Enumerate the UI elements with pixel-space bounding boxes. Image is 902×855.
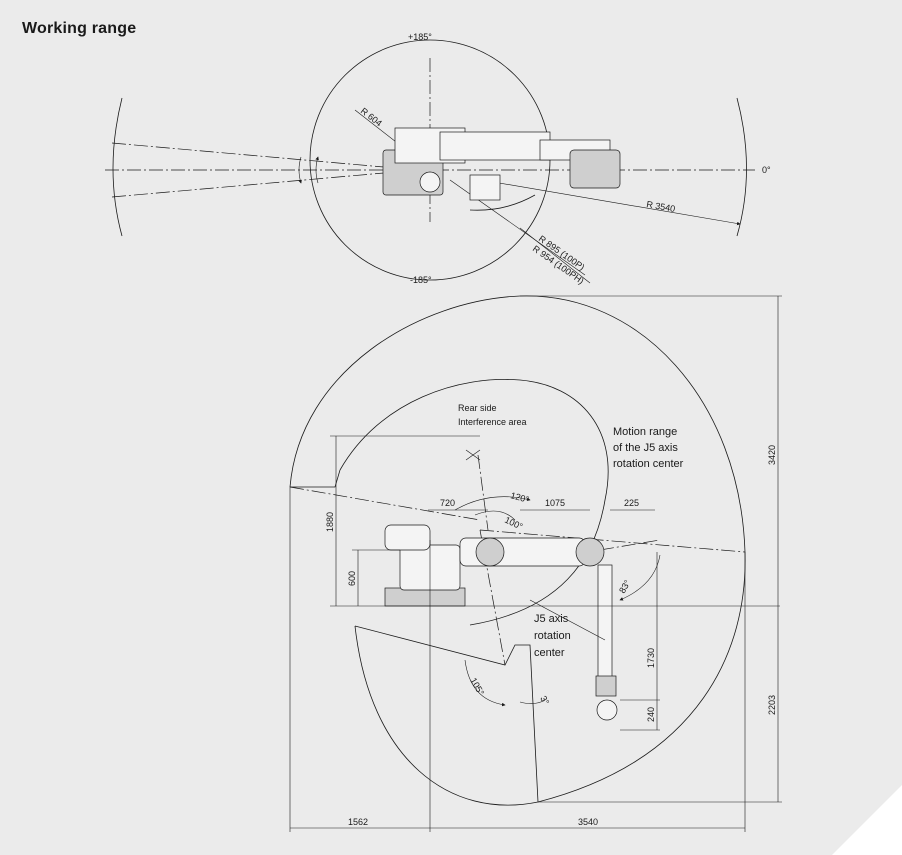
angle-105-label: 105°: [468, 676, 486, 697]
dim-1730-label: 1730: [646, 648, 656, 668]
robot-vertical-shaft: [597, 564, 613, 681]
r3540-label: R 3540: [646, 199, 676, 214]
side-view: Rear side Interference area Motion range…: [289, 295, 782, 832]
right-outer-arc: [736, 97, 747, 237]
j5-range-label-3: rotation center: [613, 458, 684, 470]
j5-center-label-3: center: [534, 647, 565, 659]
left-ray-upper: [111, 142, 396, 169]
dim-225-label: 225: [624, 498, 639, 508]
rotation-arrow: [298, 156, 302, 184]
robot-upper-arm-top: [439, 131, 551, 161]
j5-range-label-2: of the J5 axis: [613, 442, 678, 454]
dim-240-label: 240: [646, 707, 656, 722]
r895-arc: [469, 194, 536, 211]
rear-interference-area: [339, 379, 609, 626]
angle-3-label: 3°: [538, 694, 551, 707]
angle-3-arc: [519, 699, 546, 704]
angle-120-arc: [454, 496, 531, 511]
j5-ray: [599, 539, 661, 551]
lower-envelope-edge: [354, 625, 539, 803]
angle-105-arc: [464, 659, 506, 707]
robot-j2-joint: [475, 537, 505, 567]
robot-flange: [596, 699, 618, 721]
r3540-line: [469, 177, 741, 226]
angle-100-arc: [474, 510, 516, 521]
dim-3420-label: 3420: [767, 445, 777, 465]
rear-side-label: Rear side: [458, 403, 497, 413]
r604-label: R 604: [359, 106, 384, 129]
angle-zero-label: 0°: [762, 165, 771, 175]
robot-base-plate: [384, 587, 466, 607]
angle-bottom-label: -185°: [410, 275, 432, 285]
angle-83-arc: [619, 554, 661, 601]
dim-1562-label: 1562: [348, 817, 368, 827]
r954-line: [519, 227, 591, 284]
corner-decoration: [832, 785, 902, 855]
angle-top-label: +185°: [408, 32, 432, 42]
angle-100-label: 100°: [503, 515, 524, 532]
angle-83-label: 83°: [617, 578, 633, 595]
rear-ray: [289, 486, 481, 521]
j5-center-label-1: J5 axis: [534, 613, 569, 625]
rotation-arrow-2: [315, 156, 319, 184]
left-ray-lower: [111, 171, 396, 198]
dim-1075-label: 1075: [545, 498, 565, 508]
left-outer-arc: [112, 97, 123, 237]
rear-cross-2: [465, 449, 481, 461]
robot-wrist-top: [569, 149, 621, 189]
j5-center-leader: [529, 599, 606, 641]
upper-ray: [477, 454, 489, 531]
robot-j3-joint: [575, 537, 605, 567]
top-view: +185° -185° 0° R 604 R 3540 R 895 (100P)…: [105, 32, 771, 286]
interference-area-label: Interference area: [458, 417, 527, 427]
j5-range-label-1: Motion range: [613, 426, 677, 438]
dim-2203-label: 2203: [767, 695, 777, 715]
front-ray: [479, 529, 746, 553]
dim-1880-label: 1880: [325, 512, 335, 532]
dim-600-label: 600: [347, 571, 357, 586]
j5-center-label-2: rotation: [534, 630, 571, 642]
robot-motor-top: [469, 174, 501, 201]
robot-joint-top: [419, 171, 441, 193]
dim-3540-label: 3540: [578, 817, 598, 827]
robot-rear-motor: [384, 524, 431, 551]
angle-120-label: 120°: [509, 490, 530, 505]
interference-notch: [290, 469, 341, 488]
page-title: Working range: [22, 20, 137, 37]
dim-720-label: 720: [440, 498, 455, 508]
robot-wrist-block: [595, 675, 617, 697]
